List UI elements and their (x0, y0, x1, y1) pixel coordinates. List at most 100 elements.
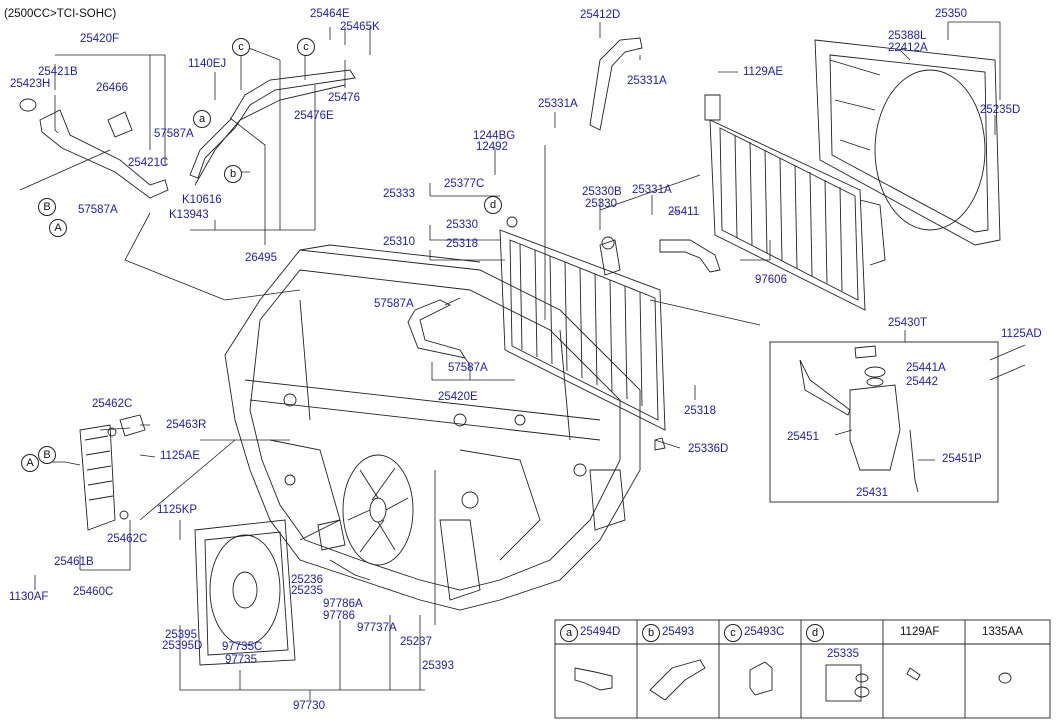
part-25442[interactable]: 25442 (906, 376, 938, 388)
part-25430T[interactable]: 25430T (888, 317, 928, 329)
part-57587A-2[interactable]: 57587A (78, 204, 118, 216)
part-25333[interactable]: 25333 (383, 188, 415, 200)
part-25330B[interactable]: 25330B (582, 186, 622, 198)
part-57587A-1[interactable]: 57587A (154, 128, 194, 140)
part-25462C-2[interactable]: 25462C (107, 533, 148, 545)
part-1125AD[interactable]: 1125AD (1001, 328, 1042, 340)
reservoir-tank (799, 345, 919, 493)
part-22412A[interactable]: 22412A (888, 42, 928, 54)
part-12492[interactable]: 12492 (476, 141, 508, 153)
reservoir-box (769, 341, 999, 503)
part-25388L[interactable]: 25388L (888, 30, 927, 42)
part-1129AE[interactable]: 1129AE (743, 66, 784, 78)
part-25421B[interactable]: 25421B (38, 66, 78, 78)
part-25331A-2[interactable]: 25331A (538, 98, 578, 110)
upper-radiator-hose (589, 37, 643, 131)
part-97606[interactable]: 97606 (755, 274, 787, 286)
part-25420E[interactable]: 25420E (438, 391, 478, 403)
legend-part-1129AF[interactable]: 1129AF (900, 626, 940, 638)
part-25441A[interactable]: 25441A (906, 362, 946, 374)
part-1125KP[interactable]: 1125KP (157, 504, 198, 516)
part-25431[interactable]: 25431 (856, 487, 888, 499)
part-25318-2[interactable]: 25318 (684, 405, 716, 417)
part-25393[interactable]: 25393 (422, 660, 454, 672)
fan-blade (342, 454, 414, 566)
legend-letter-a: a (560, 624, 578, 642)
part-25237[interactable]: 25237 (400, 636, 432, 648)
part-25463R[interactable]: 25463R (166, 419, 207, 431)
part-97786A[interactable]: 97786A (323, 598, 363, 610)
condenser (704, 94, 886, 311)
part-97737A[interactable]: 97737A (357, 622, 397, 634)
callout-A-2: A (21, 454, 39, 472)
part-97735[interactable]: 97735 (225, 654, 257, 666)
legend-part-25494D[interactable]: 25494D (580, 626, 621, 638)
part-26495[interactable]: 26495 (245, 252, 277, 264)
oil-cooler (79, 414, 146, 531)
part-25235D[interactable]: 25235D (980, 104, 1021, 116)
part-25236[interactable]: 25236 (291, 574, 323, 586)
part-25451[interactable]: 25451 (787, 431, 819, 443)
part-1140EJ[interactable]: 1140EJ (188, 58, 227, 70)
radiator (499, 216, 666, 451)
oil-cooler-hoses (19, 69, 356, 199)
part-25331A-3[interactable]: 25331A (632, 184, 672, 196)
lower-radiator-hose (659, 239, 721, 273)
fan-shroud-large (814, 39, 1001, 246)
leader-lines (19, 21, 1026, 700)
legend-letter-d: d (806, 624, 824, 642)
part-97786[interactable]: 97786 (323, 610, 355, 622)
part-1130AF[interactable]: 1130AF (9, 591, 49, 603)
callout-B-2: B (38, 446, 56, 464)
part-25461B[interactable]: 25461B (54, 556, 94, 568)
part-25451P[interactable]: 25451P (942, 453, 982, 465)
part-25462C-1[interactable]: 25462C (92, 398, 133, 410)
part-K13943[interactable]: K13943 (169, 209, 209, 221)
part-25235[interactable]: 25235 (291, 585, 323, 597)
part-57587A-3[interactable]: 57587A (374, 298, 414, 310)
callout-a-1: a (193, 110, 211, 128)
part-26466[interactable]: 26466 (96, 82, 128, 94)
legend-part-1335AA[interactable]: 1335AA (982, 626, 1023, 638)
part-1244BG[interactable]: 1244BG (473, 130, 516, 142)
legend-part-25335[interactable]: 25335 (827, 648, 859, 660)
part-25350[interactable]: 25350 (935, 8, 967, 20)
part-97735C[interactable]: 97735C (222, 641, 263, 653)
part-K10616[interactable]: K10616 (182, 194, 222, 206)
legend-letter-c: c (724, 624, 742, 642)
part-25420F[interactable]: 25420F (80, 33, 120, 45)
part-25310[interactable]: 25310 (383, 236, 415, 248)
part-25318-1[interactable]: 25318 (446, 238, 478, 250)
engine-label: (2500CC>TCI-SOHC) (4, 8, 117, 20)
legend-part-25493C[interactable]: 25493C (744, 626, 785, 638)
part-25476[interactable]: 25476 (328, 92, 360, 104)
hose-25420E (407, 299, 466, 359)
callout-b-1: b (224, 165, 242, 183)
callout-c-1: c (232, 38, 250, 56)
part-25421C[interactable]: 25421C (128, 157, 169, 169)
legend-part-25493[interactable]: 25493 (662, 626, 694, 638)
part-25476E[interactable]: 25476E (294, 110, 334, 122)
callout-c-2: c (297, 38, 315, 56)
part-25460C[interactable]: 25460C (73, 586, 114, 598)
part-1125AE[interactable]: 1125AE (160, 450, 201, 462)
part-97730[interactable]: 97730 (293, 700, 325, 712)
fan-shroud-small (194, 519, 296, 666)
part-57587A-4[interactable]: 57587A (448, 362, 488, 374)
callout-B-1: B (38, 198, 56, 216)
part-25465K[interactable]: 25465K (340, 21, 380, 33)
legend-letter-b: b (642, 624, 660, 642)
part-25411[interactable]: 25411 (668, 206, 700, 218)
part-25412D[interactable]: 25412D (580, 9, 621, 21)
part-25330-2[interactable]: 25330 (446, 219, 478, 231)
part-25331A-1[interactable]: 25331A (627, 75, 667, 87)
part-25330-1[interactable]: 25330 (585, 198, 617, 210)
part-25395[interactable]: 25395 (165, 629, 197, 641)
fan-motor (317, 519, 371, 581)
part-25423H[interactable]: 25423H (10, 78, 51, 90)
part-25395D[interactable]: 25395D (162, 640, 203, 652)
part-25377C[interactable]: 25377C (444, 178, 485, 190)
part-25336D[interactable]: 25336D (688, 443, 729, 455)
part-25464E[interactable]: 25464E (310, 8, 350, 20)
